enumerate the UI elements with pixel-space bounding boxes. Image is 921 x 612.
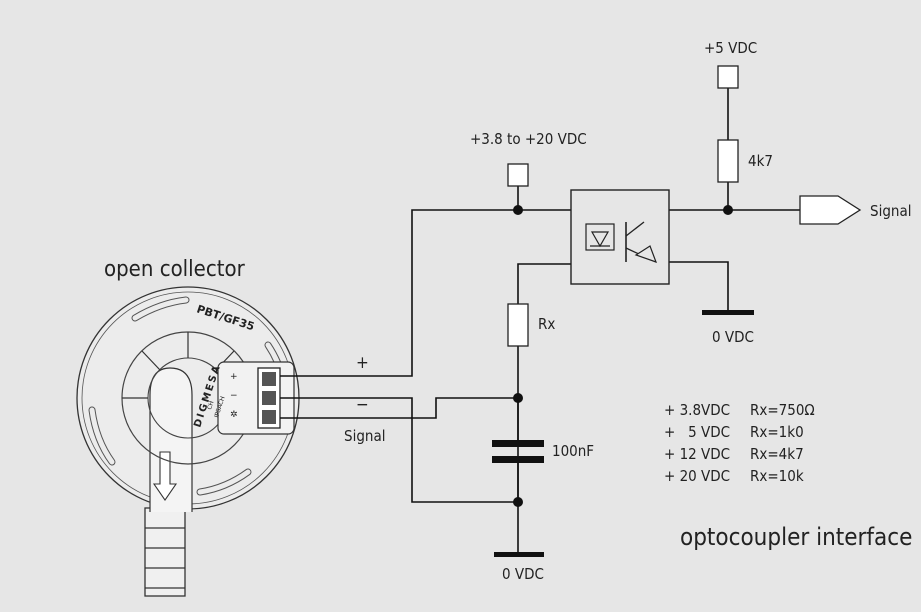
capacitor-label: 100nF: [552, 442, 594, 460]
junction-dot: [723, 205, 733, 215]
resistor-4k7-label: 4k7: [748, 152, 773, 170]
supply-range-label: +3.8 to +20 VDC: [470, 130, 587, 148]
signal-output-connector: [799, 195, 862, 225]
minus-label: −: [356, 395, 369, 415]
svg-text:✲: ✲: [230, 410, 238, 420]
optocoupler: [570, 189, 670, 285]
rx-table-voltage: + 3.8VDC: [664, 401, 730, 419]
signal-output-label: Signal: [870, 202, 911, 220]
svg-text:−: −: [230, 391, 238, 401]
supply-terminal-range: [507, 163, 529, 187]
rx-table-value: Rx=1k0: [750, 423, 804, 441]
supply-5v-label: +5 VDC: [704, 39, 757, 57]
ground-bar-bottom: [494, 552, 544, 557]
sensor-mark-ch: CH: [206, 400, 215, 410]
supply-terminal-5v: [717, 65, 739, 89]
flow-sensor: PBT/GF35 + − ✲ DIGMESA CH IPSACH: [76, 286, 300, 597]
rx-table-voltage: + 12 VDC: [664, 445, 730, 463]
rx-label: Rx: [538, 315, 555, 333]
signal-input-label: Signal: [344, 427, 385, 445]
ground-label-bottom: 0 VDC: [502, 565, 544, 583]
rx-table-value: Rx=4k7: [750, 445, 804, 463]
rx-table-voltage: + 5 VDC: [664, 423, 730, 441]
capacitor-100nf: [492, 398, 544, 502]
open-collector-label: open collector: [104, 257, 246, 282]
ground-label-top: 0 VDC: [712, 328, 754, 346]
svg-text:+: +: [230, 372, 238, 382]
resistor-rx: [507, 303, 529, 347]
diagram-title: optocoupler interface: [680, 523, 912, 551]
plus-label: +: [356, 353, 369, 373]
rx-table-value: Rx=10k: [750, 467, 804, 485]
junction-dot: [513, 205, 523, 215]
rx-table-value: Rx=750Ω: [750, 401, 815, 419]
ground-bar-top: [702, 310, 754, 315]
rx-table: + 3.8VDC Rx=750Ω + 5 VDC Rx=1k0 + 12 VDC…: [664, 401, 815, 485]
rx-table-voltage: + 20 VDC: [664, 467, 730, 485]
circuit-wires: [280, 86, 800, 556]
resistor-4k7: [717, 139, 739, 183]
